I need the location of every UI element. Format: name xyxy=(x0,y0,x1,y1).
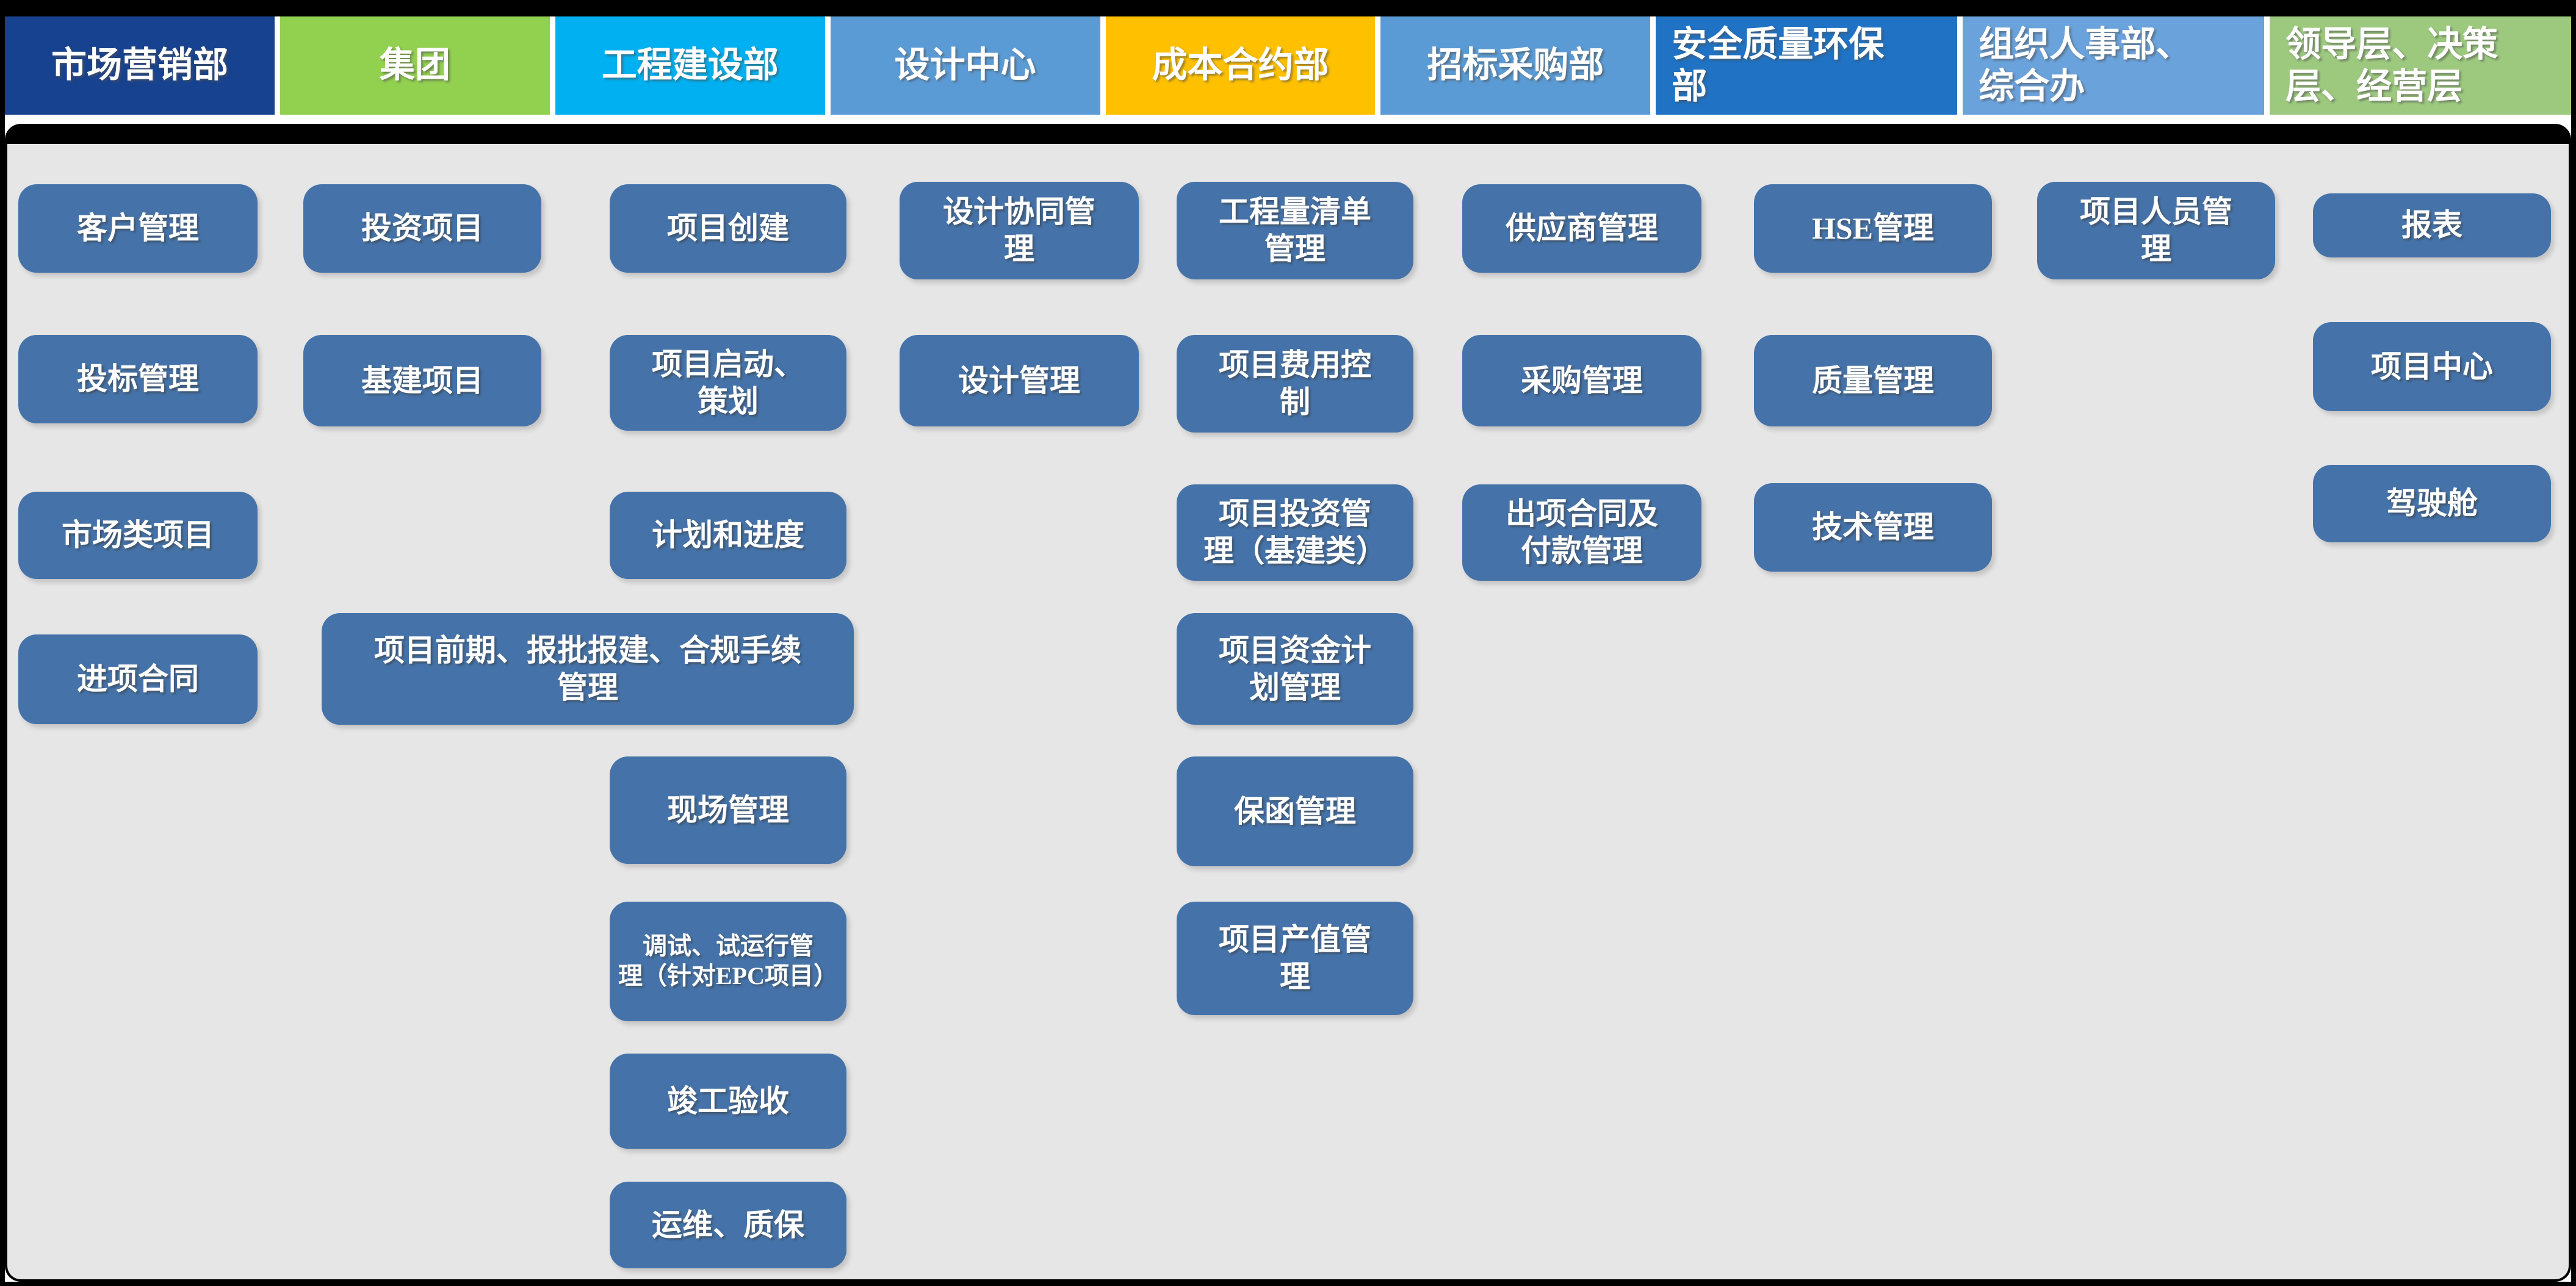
module-button-project-cost-control[interactable]: 项目费用控 制 xyxy=(1177,335,1413,433)
department-tab-group[interactable]: 集团 xyxy=(280,16,550,115)
module-button-pre-project-approval[interactable]: 项目前期、报批报建、合规手续 管理 xyxy=(322,613,854,725)
department-tab-safety-quality-env[interactable]: 安全质量环保 部 xyxy=(1656,16,1958,115)
module-button-infrastructure-projects[interactable]: 基建项目 xyxy=(303,335,541,426)
module-button-outgoing-contract-payment[interactable]: 出项合同及 付款管理 xyxy=(1462,484,1701,581)
module-button-project-investment-mgmt[interactable]: 项目投资管 理（基建类） xyxy=(1177,484,1413,581)
module-button-project-output-value[interactable]: 项目产值管 理 xyxy=(1177,902,1413,1015)
department-tab-bidding-procurement[interactable]: 招标采购部 xyxy=(1380,16,1651,115)
module-button-om-warranty[interactable]: 运维、质保 xyxy=(610,1182,846,1268)
module-button-project-personnel-mgmt[interactable]: 项目人员管 理 xyxy=(2037,182,2275,279)
module-button-investment-projects[interactable]: 投资项目 xyxy=(303,184,541,273)
module-button-completion-acceptance[interactable]: 竣工验收 xyxy=(610,1054,846,1149)
diagram-canvas: 市场营销部集团工程建设部设计中心成本合约部招标采购部安全质量环保 部组织人事部、… xyxy=(5,16,2572,1282)
module-button-quality-mgmt[interactable]: 质量管理 xyxy=(1754,335,1992,426)
module-button-site-mgmt[interactable]: 现场管理 xyxy=(610,756,846,864)
department-tab-leadership[interactable]: 领导层、决策 层、经营层 xyxy=(2270,16,2572,115)
module-button-commissioning-trial[interactable]: 调试、试运行管 理（针对EPC项目） xyxy=(610,902,846,1021)
module-button-design-collab-mgmt[interactable]: 设计协同管 理 xyxy=(900,182,1139,279)
module-button-tech-mgmt[interactable]: 技术管理 xyxy=(1754,483,1992,572)
module-button-incoming-contracts[interactable]: 进项合同 xyxy=(18,634,258,724)
department-tab-design-center[interactable]: 设计中心 xyxy=(830,16,1100,115)
module-button-bid-mgmt[interactable]: 投标管理 xyxy=(18,335,258,423)
department-tab-cost-contract[interactable]: 成本合约部 xyxy=(1105,16,1376,115)
department-tab-hr-admin[interactable]: 组织人事部、 综合办 xyxy=(1963,16,2265,115)
module-button-hse-mgmt[interactable]: HSE管理 xyxy=(1754,184,1992,273)
module-button-reports[interactable]: 报表 xyxy=(2313,193,2551,257)
module-button-supplier-mgmt[interactable]: 供应商管理 xyxy=(1462,184,1701,273)
module-button-cockpit[interactable]: 驾驶舱 xyxy=(2313,465,2551,542)
module-button-customer-mgmt[interactable]: 客户管理 xyxy=(18,184,258,273)
module-button-procurement-mgmt[interactable]: 采购管理 xyxy=(1462,335,1701,426)
module-button-market-projects[interactable]: 市场类项目 xyxy=(18,492,258,579)
module-button-design-mgmt[interactable]: 设计管理 xyxy=(900,335,1139,426)
department-header-row: 市场营销部集团工程建设部设计中心成本合约部招标采购部安全质量环保 部组织人事部、… xyxy=(5,16,2572,115)
module-button-project-funding-plan[interactable]: 项目资金计 划管理 xyxy=(1177,613,1413,725)
module-button-boq-mgmt[interactable]: 工程量清单 管理 xyxy=(1177,182,1413,279)
module-button-plan-progress[interactable]: 计划和进度 xyxy=(610,492,846,579)
department-tab-construction[interactable]: 工程建设部 xyxy=(555,16,825,115)
module-button-project-center[interactable]: 项目中心 xyxy=(2313,322,2551,411)
module-button-startup-planning[interactable]: 项目启动、 策划 xyxy=(610,335,846,431)
module-button-project-creation[interactable]: 项目创建 xyxy=(610,184,846,273)
module-button-guarantee-mgmt[interactable]: 保函管理 xyxy=(1177,756,1413,866)
department-tab-marketing[interactable]: 市场营销部 xyxy=(5,16,275,115)
